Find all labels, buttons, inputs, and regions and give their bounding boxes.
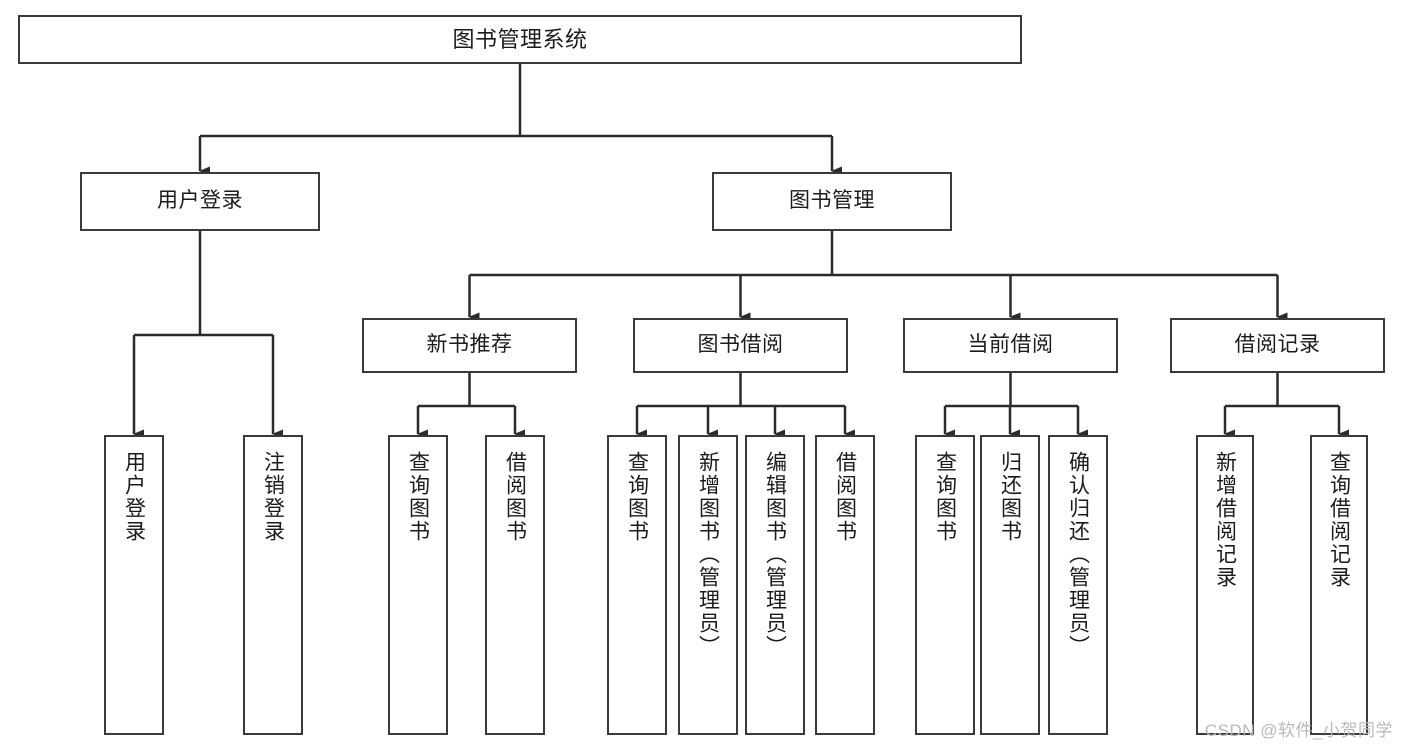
node-root[interactable]: 图书管理系统 [18,15,1022,64]
connector-lines [132,64,1349,439]
node-label-leaf-query-2: 查询图书 [625,451,649,543]
node-label-leaf-query-1: 查询图书 [406,451,430,543]
watermark-text: CSDN @软件_小贺同学 [1204,721,1393,740]
node-leaf-borrow-2[interactable]: 借阅图书 [815,435,875,735]
node-user-login[interactable]: 用户登录 [80,172,320,231]
node-new-book-rec[interactable]: 新书推荐 [362,318,577,373]
node-leaf-login[interactable]: 用户登录 [104,435,164,735]
node-label-current-borrow: 当前借阅 [967,333,1054,357]
node-current-borrow[interactable]: 当前借阅 [903,318,1118,373]
node-leaf-confirm[interactable]: 确认归还（管理员） [1048,435,1108,735]
node-label-book-manage: 图书管理 [789,189,875,213]
node-label-new-book-rec: 新书推荐 [426,333,513,357]
node-label-root: 图书管理系统 [452,26,588,52]
node-label-leaf-add-book: 新增图书（管理员） [696,451,720,658]
node-leaf-query-2[interactable]: 查询图书 [607,435,667,735]
node-borrow-record[interactable]: 借阅记录 [1170,318,1385,373]
node-leaf-query-1[interactable]: 查询图书 [388,435,448,735]
node-label-leaf-query-3: 查询图书 [933,451,957,543]
node-label-leaf-borrow-1: 借阅图书 [503,451,527,543]
node-leaf-add-book[interactable]: 新增图书（管理员） [678,435,738,735]
node-label-user-login: 用户登录 [157,189,243,213]
node-leaf-edit-book[interactable]: 编辑图书（管理员） [745,435,805,735]
node-leaf-logout[interactable]: 注销登录 [243,435,303,735]
node-label-book-borrow: 图书借阅 [697,333,784,357]
node-label-leaf-logout: 注销登录 [261,451,285,543]
node-leaf-borrow-1[interactable]: 借阅图书 [485,435,545,735]
node-leaf-return[interactable]: 归还图书 [980,435,1040,735]
node-book-manage[interactable]: 图书管理 [712,172,952,231]
node-label-leaf-edit-book: 编辑图书（管理员） [763,451,787,658]
node-label-leaf-query-rec: 查询借阅记录 [1327,451,1351,589]
node-book-borrow[interactable]: 图书借阅 [633,318,848,373]
node-leaf-query-3[interactable]: 查询图书 [915,435,975,735]
node-label-leaf-login: 用户登录 [122,451,146,543]
node-label-leaf-add-rec: 新增借阅记录 [1213,451,1237,589]
node-label-borrow-record: 借阅记录 [1234,333,1321,357]
node-leaf-add-rec[interactable]: 新增借阅记录 [1196,435,1254,735]
node-label-leaf-borrow-2: 借阅图书 [833,451,857,543]
node-label-leaf-return: 归还图书 [998,451,1022,543]
node-label-leaf-confirm: 确认归还（管理员） [1066,451,1090,658]
node-leaf-query-rec[interactable]: 查询借阅记录 [1310,435,1368,735]
